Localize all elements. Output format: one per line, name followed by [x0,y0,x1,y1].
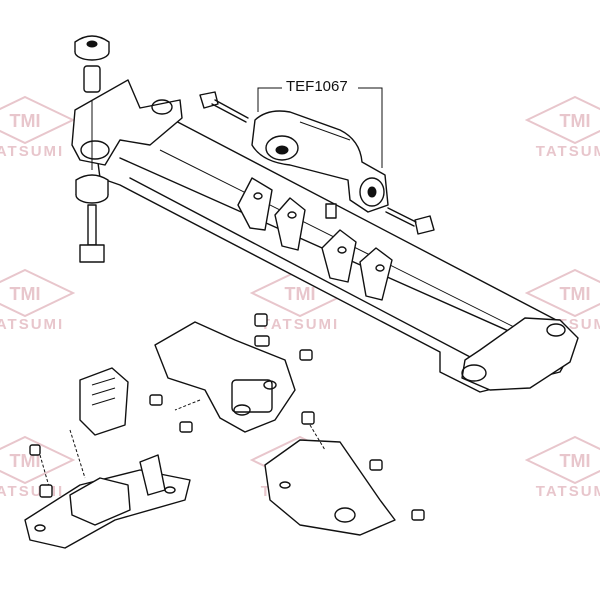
part-number-label: TEF1067 [286,78,348,95]
upper-isolator-stack [74,35,110,263]
callout-bracket [257,87,383,168]
bolt-group-upper [199,91,435,235]
transmission-mount-assembly [24,321,396,549]
crossmember-beam [71,79,579,393]
fastener-group-lower [29,313,425,521]
highlighted-mount-part [251,110,389,213]
